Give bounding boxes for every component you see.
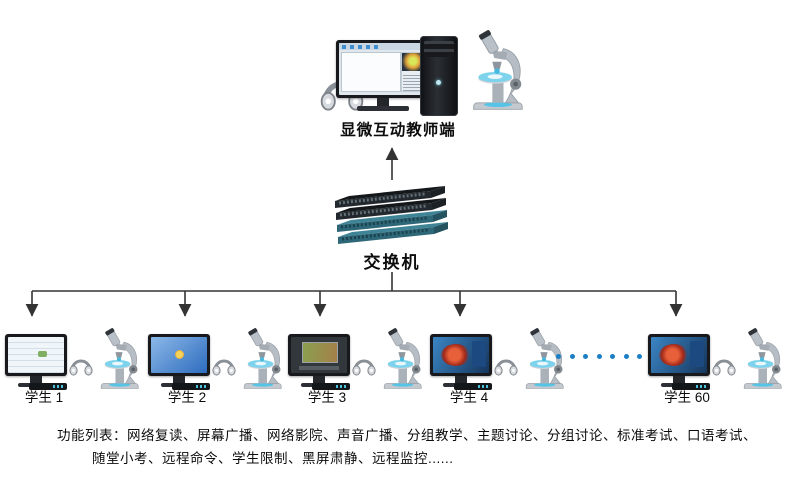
student-monitor-icon — [430, 334, 492, 387]
student-screen — [433, 337, 489, 373]
student-label-3: 学生 3 — [307, 390, 347, 405]
student-monitor-icon — [148, 334, 210, 387]
student-group-4 — [430, 328, 570, 390]
headphones-icon — [69, 359, 93, 376]
teacher-group — [320, 30, 540, 120]
student-microscope-icon — [243, 328, 282, 389]
function-list-line1: 功能列表：网络复读、屏幕广播、网络影院、声音广播、分组教学、主题讨论、分组讨论、… — [57, 428, 757, 443]
teacher-screen-canvas — [341, 52, 401, 92]
switch-label: 交换机 — [363, 253, 421, 272]
student-monitor-icon — [5, 334, 67, 387]
student-group-2 — [148, 328, 288, 390]
student-monitor-icon — [648, 334, 710, 387]
headphones-icon — [494, 359, 518, 376]
teacher-microscope-icon — [473, 30, 523, 110]
student-microscope-icon — [525, 328, 564, 389]
pc-tower-icon — [420, 36, 458, 116]
headphones-icon — [352, 359, 376, 376]
device-box-icon — [312, 383, 350, 390]
student-label-60: 学生 60 — [664, 390, 710, 405]
device-box-icon — [172, 383, 210, 390]
headphones-icon — [212, 359, 236, 376]
student-group-60 — [648, 328, 788, 390]
teacher-screen-toolbar — [339, 43, 427, 50]
function-list-line2: 随堂小考、远程命令、学生限制、黑屏肃静、远程监控...... — [92, 451, 454, 466]
headphones-icon — [712, 359, 736, 376]
student-screen — [151, 337, 207, 373]
device-box-icon — [672, 383, 710, 390]
student-microscope-icon — [383, 328, 422, 389]
device-box-icon — [29, 383, 67, 390]
student-label-2: 学生 2 — [167, 390, 207, 405]
teacher-screen — [339, 43, 427, 95]
student-label-4: 学生 4 — [449, 390, 489, 405]
student-screen — [8, 337, 64, 373]
student-monitor-icon — [288, 334, 350, 387]
teacher-label: 显微互动教师端 — [340, 122, 456, 139]
student-microscope-icon — [743, 328, 782, 389]
teacher-monitor-icon — [336, 40, 430, 111]
student-label-1: 学生 1 — [24, 390, 64, 405]
student-group-1 — [5, 328, 145, 390]
device-box-icon — [454, 383, 492, 390]
panel-rows — [403, 73, 423, 91]
student-screen — [291, 337, 347, 373]
student-microscope-icon — [100, 328, 139, 389]
ellipsis-dots — [556, 354, 656, 359]
student-group-3 — [288, 328, 428, 390]
microscopy-image — [402, 53, 424, 71]
switch-icon — [335, 184, 450, 246]
student-screen — [651, 337, 707, 373]
